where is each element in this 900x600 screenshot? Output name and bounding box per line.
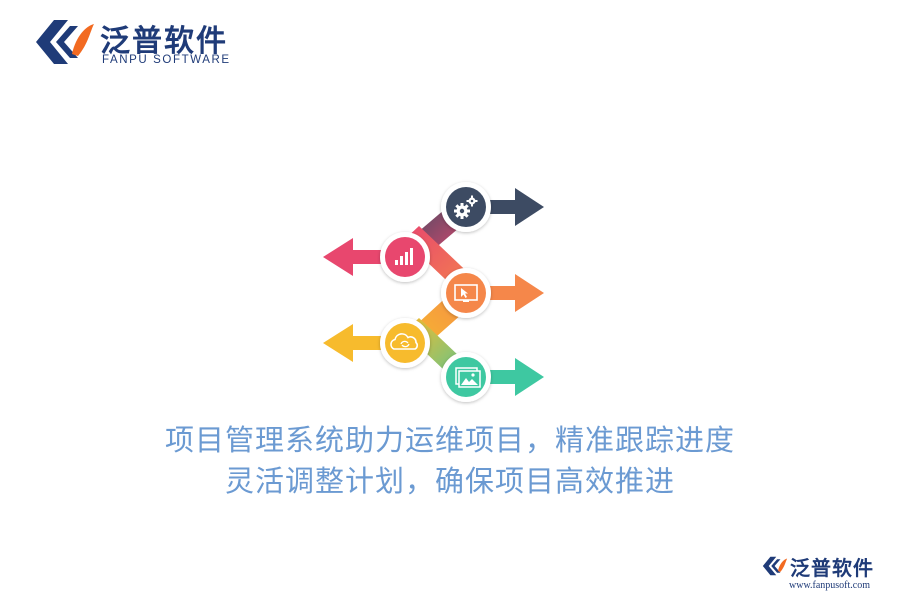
watermark-logo-mark-icon xyxy=(762,556,788,576)
caption-line-1: 项目管理系统助力运维项目，精准跟踪进度 xyxy=(164,423,735,457)
caption-line-2: 灵活调整计划，确保项目高效推进 xyxy=(224,464,675,498)
logo-brand-english: FANPU SOFTWARE xyxy=(102,54,231,66)
watermark-logo: 泛普软件 www.fanpusoft.com xyxy=(762,552,892,596)
gears-icon xyxy=(441,182,491,232)
bar-chart-icon xyxy=(380,232,430,282)
process-infographic xyxy=(323,182,544,402)
fanpu-logo: 泛普软件 FANPU SOFTWARE xyxy=(34,14,254,74)
logo-brand-name: 泛普软件 xyxy=(100,24,228,59)
screen-cursor-icon xyxy=(441,268,491,318)
watermark-brand-name: 泛普软件 xyxy=(790,556,874,580)
fanpu-logo-mark-icon xyxy=(36,20,94,64)
cloud-sync-icon xyxy=(380,318,430,368)
image-gallery-icon xyxy=(441,352,491,402)
watermark-url: www.fanpusoft.com xyxy=(789,580,871,591)
